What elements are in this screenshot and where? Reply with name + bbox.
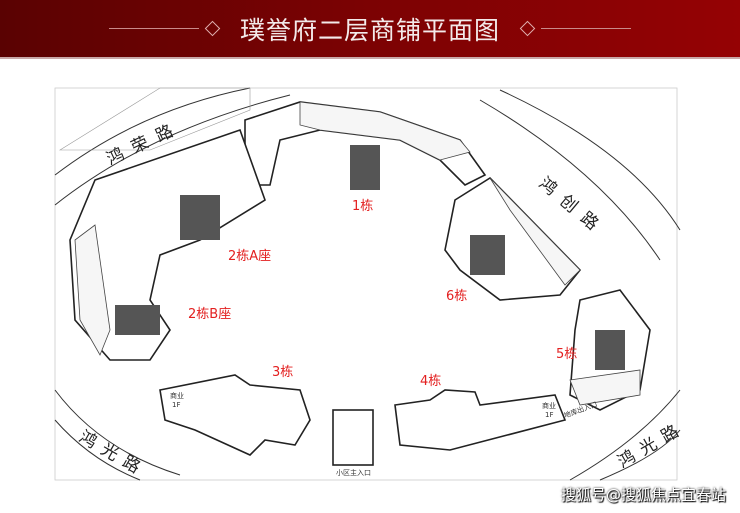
building-6[interactable]: [444, 176, 582, 301]
title-banner: 璞誉府二层商铺平面图: [0, 0, 740, 59]
entrance-block: [332, 409, 374, 466]
floor-plan: 1栋 2栋A座 2栋B座 3栋 4栋 5栋 6栋 鸿荣路 鸿创路 鸿光路 鸿光路…: [54, 87, 690, 482]
building-4[interactable]: [394, 389, 567, 451]
label-building-5: 5栋: [556, 346, 577, 362]
road-label-hongchuang: 鸿创路: [535, 174, 610, 241]
road-edge: [499, 89, 681, 231]
diamond-icon: [204, 20, 221, 37]
building-5[interactable]: [569, 289, 651, 411]
main-entrance-label: 小区主入口: [336, 468, 371, 477]
diamond-icon: [519, 20, 536, 37]
road-label-hongguang-left: 鸿光路: [76, 427, 151, 482]
label-building-4: 4栋: [420, 373, 441, 389]
road-edge: [54, 389, 181, 476]
commercial-left-label: 商业: [170, 391, 184, 400]
commercial-right-label: 商业: [542, 401, 556, 410]
watermark: 搜狐号@搜狐焦点宜春站: [560, 486, 726, 504]
road-edge: [54, 94, 291, 206]
road-edge: [479, 99, 661, 261]
label-building-1: 1栋: [352, 198, 373, 214]
label-building-2a: 2栋A座: [228, 248, 271, 264]
label-building-3: 3栋: [272, 364, 293, 380]
site-boundary: [54, 87, 678, 481]
road-label-hongguang-right: 鸿光路: [615, 418, 690, 473]
building-1[interactable]: [244, 101, 487, 190]
decor-line: [541, 28, 631, 29]
road-edge: [569, 389, 681, 481]
commercial-left-floor: 1F: [172, 401, 180, 409]
label-building-6: 6栋: [446, 288, 467, 304]
building-2[interactable]: [69, 128, 266, 361]
commercial-right-floor: 1F: [545, 411, 553, 419]
page-title: 璞誉府二层商铺平面图: [239, 15, 500, 45]
label-building-2b: 2栋B座: [188, 306, 231, 322]
road-edge: [54, 419, 141, 481]
road-edge: [599, 429, 681, 481]
road-edge: [54, 87, 251, 176]
adjacent-lot: [58, 87, 251, 151]
building-3[interactable]: [159, 374, 311, 456]
decor-line: [108, 28, 199, 29]
